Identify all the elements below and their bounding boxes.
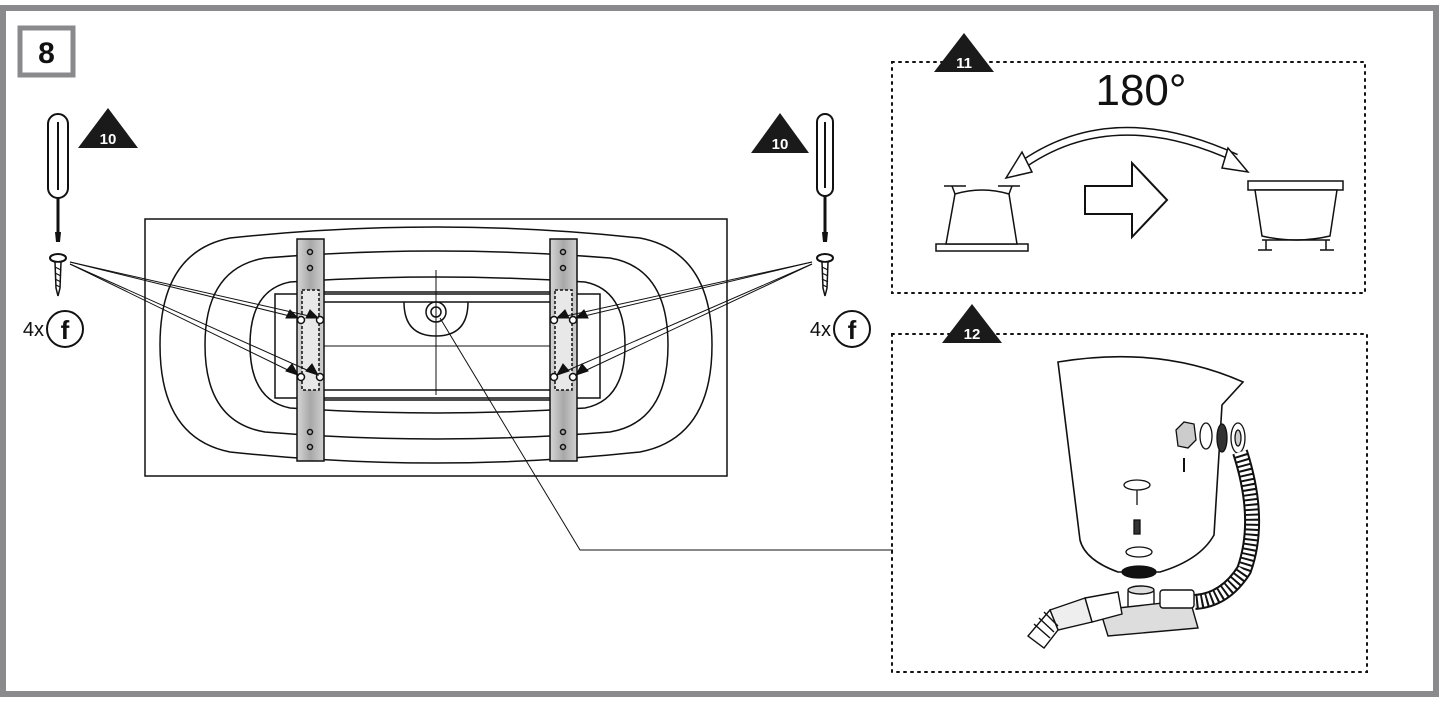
part-letter-left: f — [61, 315, 70, 345]
rotation-label: 180° — [1095, 66, 1186, 115]
drain-hole — [425, 301, 447, 323]
tool-badge-10-left: 10 — [78, 108, 138, 148]
bathtub-top-view — [144, 218, 728, 477]
screw-quantity-left: 4x — [23, 319, 44, 341]
tool-badge-label: 10 — [772, 136, 789, 153]
bathtub-inner-basin — [249, 276, 626, 414]
block-arrow-right-icon — [1084, 160, 1169, 240]
flip-panel: 11 180° — [891, 33, 1366, 294]
drain-ring-icon — [1121, 546, 1157, 579]
bathtub-floor — [274, 293, 601, 399]
tub-upside-down-icon — [935, 185, 1029, 252]
overflow-assembly-icon — [1175, 421, 1246, 472]
step-badge-11: 11 — [934, 33, 994, 72]
part-f-icon-left: f — [46, 310, 84, 348]
screw-leader-lines-left — [69, 261, 320, 376]
drain-plug-icon — [1123, 479, 1151, 535]
part-letter-right: f — [848, 315, 857, 345]
drain-callout-line — [439, 317, 893, 551]
rotation-arrow-icon — [1004, 126, 1250, 180]
outlet-pipe-icon — [1026, 591, 1123, 649]
tool-badge-label: 10 — [100, 131, 117, 148]
drain-panel: 12 — [891, 304, 1368, 673]
tub-section-icon — [1057, 355, 1245, 573]
page-frame — [0, 5, 1439, 697]
step-badge-label: 12 — [964, 326, 981, 343]
drain-trap-icon — [1099, 585, 1199, 637]
step-number: 8 — [38, 37, 55, 70]
screwdriver-icon — [47, 113, 69, 242]
screwdriver-icon — [816, 113, 834, 242]
screw-icon — [49, 253, 67, 297]
support-leg-right — [549, 238, 578, 462]
bathtub-outer-contour — [159, 226, 713, 464]
flip-panel-border — [891, 61, 1366, 294]
drain-panel-border — [891, 333, 1368, 673]
screw-quantity-right: 4x — [810, 319, 831, 341]
drain-recess — [403, 301, 469, 337]
flexible-hose-icon — [1194, 449, 1261, 610]
bathtub-middle-contour — [204, 250, 669, 440]
screw-leader-lines-right — [555, 261, 813, 376]
left-tool-group: 10 4x f — [23, 108, 138, 348]
support-leg-left — [296, 238, 325, 462]
tool-badge-10-right: 10 — [751, 113, 809, 153]
right-tool-group: 10 4x f — [751, 113, 871, 348]
step-badge-label: 11 — [956, 55, 972, 72]
part-f-icon-right: f — [833, 310, 871, 348]
step-number-box: 8 — [17, 25, 76, 78]
tub-upright-icon — [1247, 180, 1344, 251]
screw-icon — [816, 253, 834, 297]
step-badge-12: 12 — [942, 304, 1002, 343]
